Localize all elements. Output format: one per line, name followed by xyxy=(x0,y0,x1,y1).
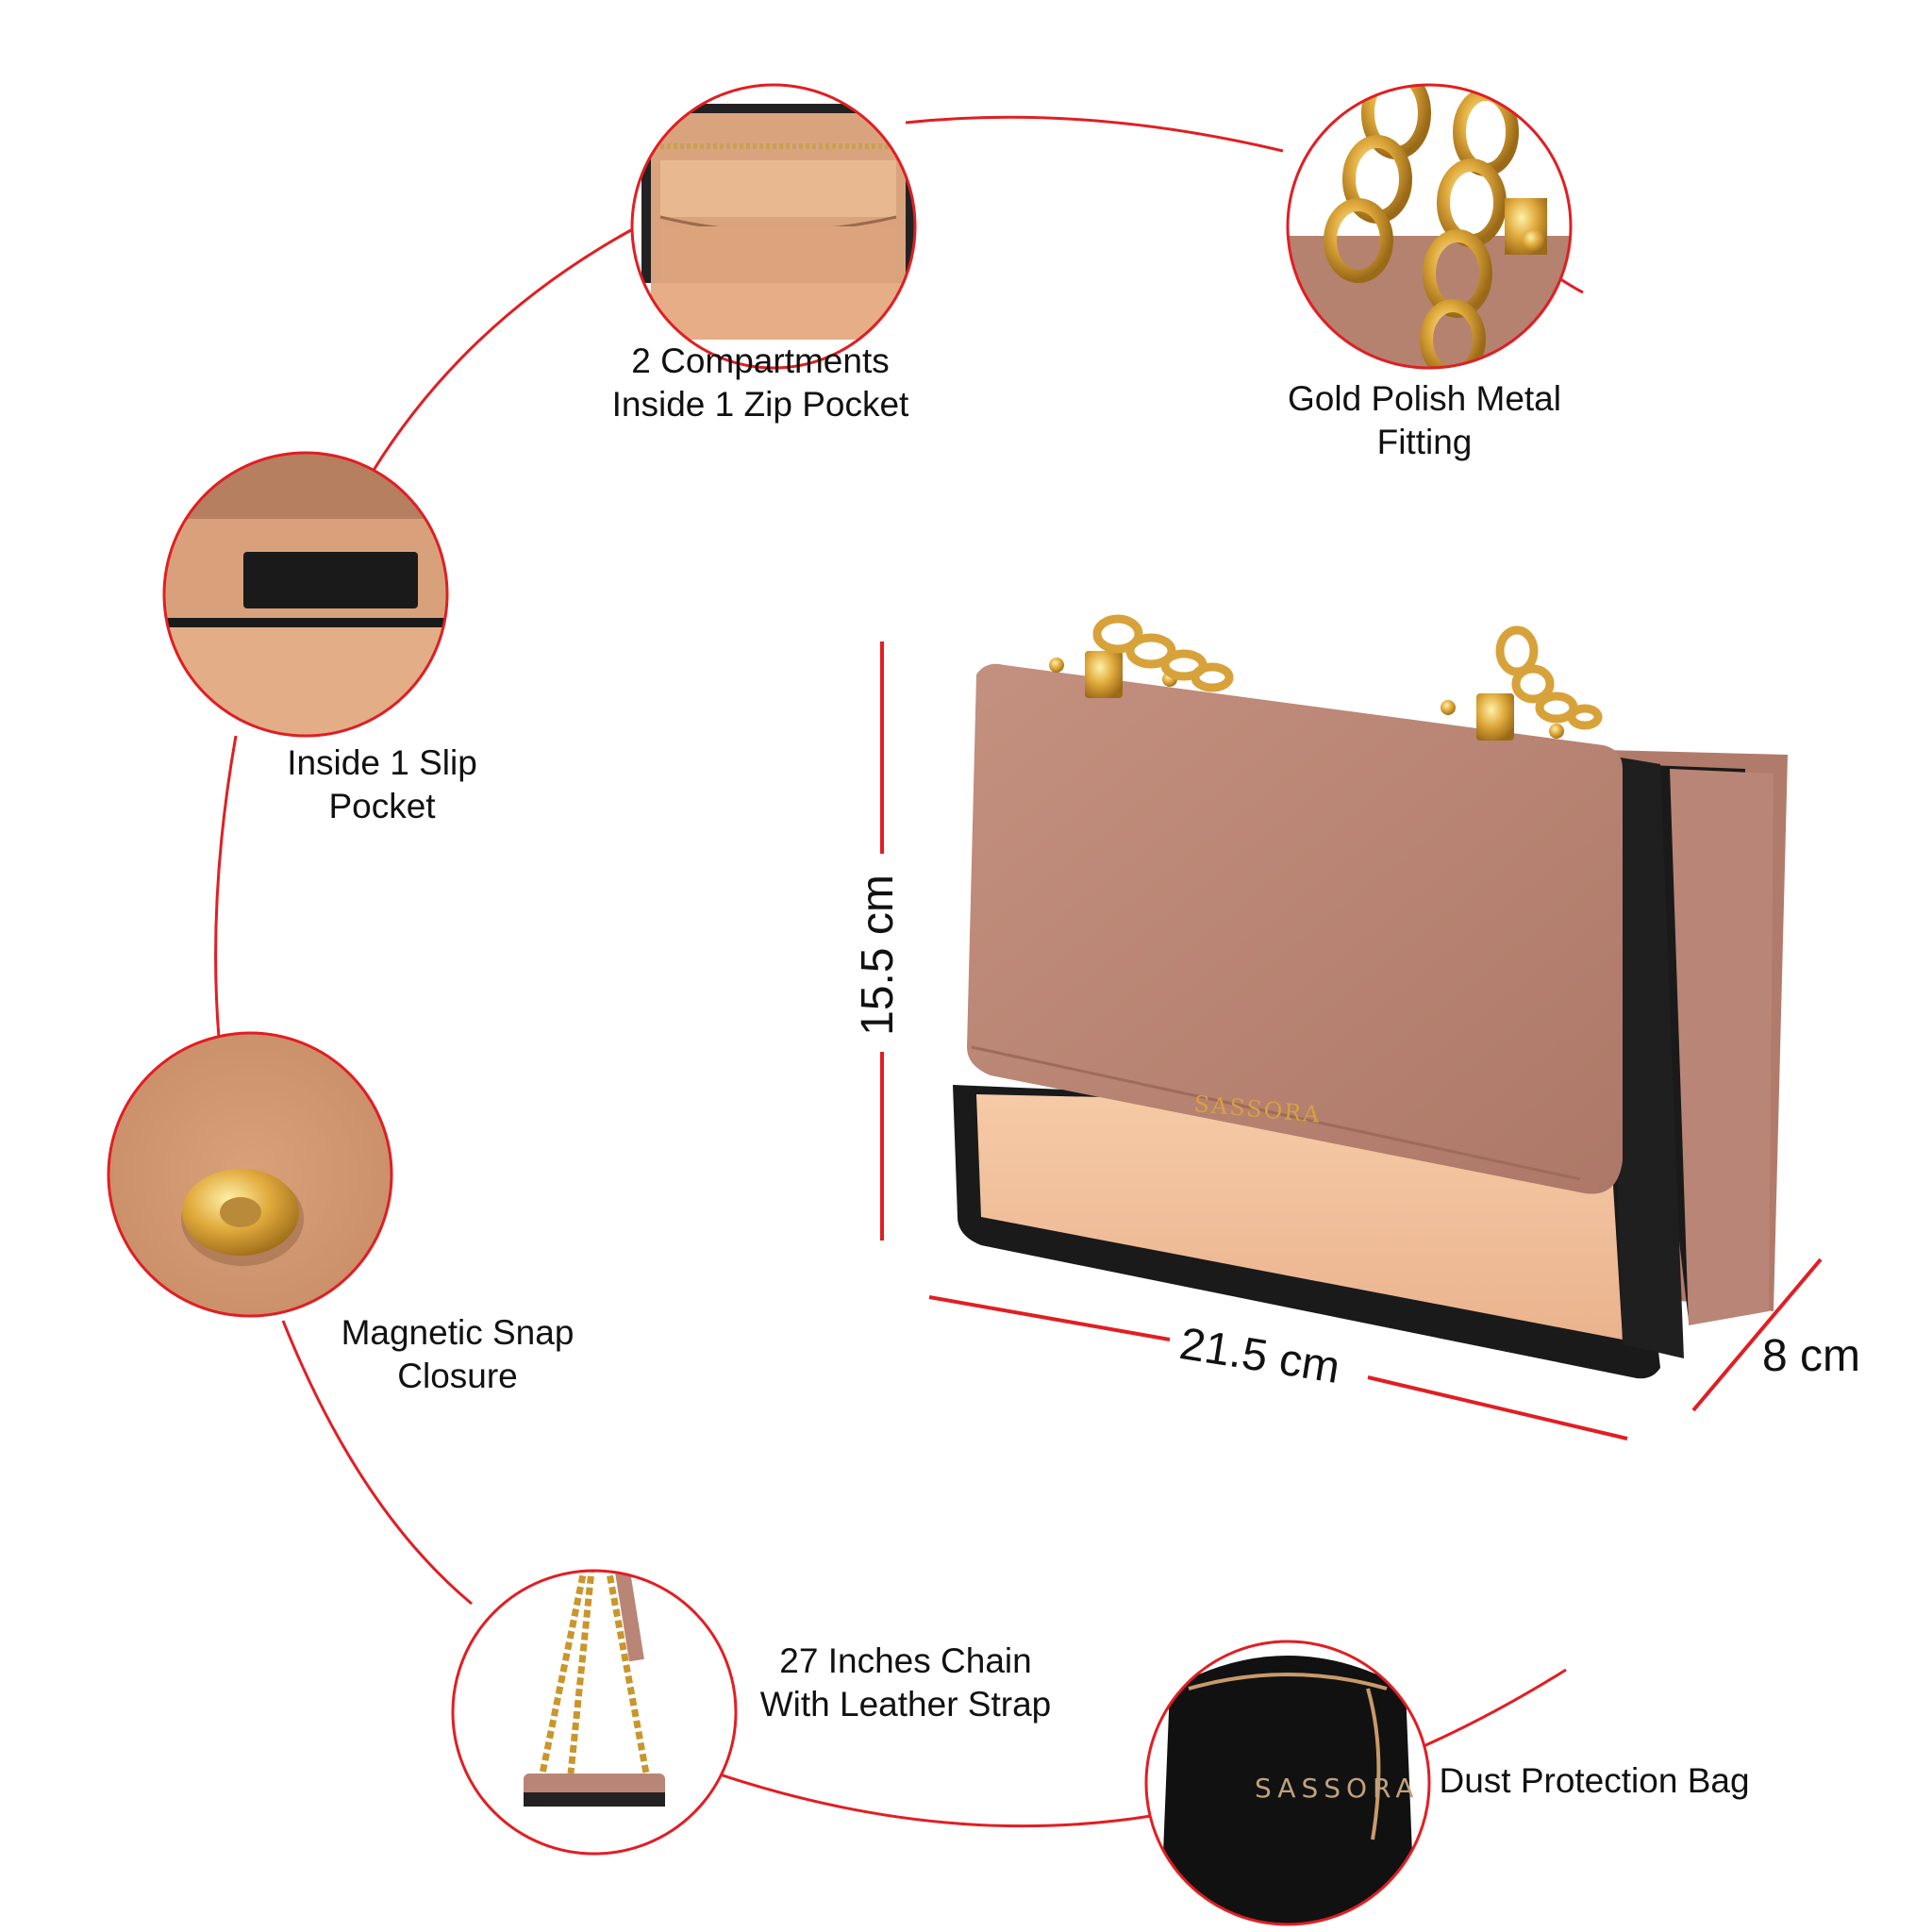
label-chain-line2: With Leather Strap xyxy=(759,1685,1052,1724)
label-metal-fitting: Gold Polish Metal Fitting xyxy=(1236,377,1613,464)
label-metal-line1: Gold Polish Metal xyxy=(1288,379,1561,418)
compartments-image xyxy=(630,83,917,370)
label-slip-pocket: Inside 1 Slip Pocket xyxy=(241,741,524,828)
depth-dimension-line xyxy=(1691,1257,1823,1412)
dimension-depth: 8 cm xyxy=(1762,1331,1861,1381)
label-slip-line1: Inside 1 Slip xyxy=(287,743,477,782)
label-chain-strap: 27 Inches Chain With Leather Strap xyxy=(736,1640,1075,1726)
label-dust-line1: Dust Protection Bag xyxy=(1439,1761,1750,1800)
label-compartments: 2 Compartments Inside 1 Zip Pocket xyxy=(572,340,949,426)
chain-strap-image xyxy=(451,1569,738,1856)
dimension-height: 15.5 cm xyxy=(852,874,903,1036)
main-bag-image: SASSORA xyxy=(953,614,1788,1379)
label-magnet-line1: Magnetic Snap xyxy=(341,1313,575,1352)
dust-bag-brand: SASSORA xyxy=(1255,1773,1420,1804)
label-metal-line2: Fitting xyxy=(1376,423,1473,461)
magnetic-snap-image xyxy=(107,1031,393,1318)
dust-bag-image: SASSORA xyxy=(1144,1640,1431,1926)
label-chain-line1: 27 Inches Chain xyxy=(779,1641,1032,1680)
width-dimension-line xyxy=(928,1295,1628,1441)
label-dust-bag: Dust Protection Bag xyxy=(1429,1759,1759,1803)
label-magnet-line2: Closure xyxy=(397,1357,518,1395)
slip-pocket-image xyxy=(162,451,449,738)
label-magnetic-snap: Magnetic Snap Closure xyxy=(316,1311,599,1398)
label-compartments-line2: Inside 1 Zip Pocket xyxy=(611,385,909,424)
gold-chain-image xyxy=(1286,83,1573,370)
label-compartments-line1: 2 Compartments xyxy=(631,341,890,380)
label-slip-line2: Pocket xyxy=(328,787,436,825)
